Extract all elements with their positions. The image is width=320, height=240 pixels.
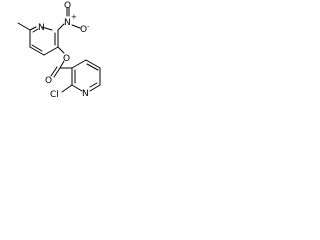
nitro-n-label: N xyxy=(64,18,71,28)
nitro-o-top-label: O xyxy=(64,1,71,11)
nitro-charge-minus: - xyxy=(87,23,90,31)
chemical-structure-diagram: O N + O - N O O N Cl xyxy=(17,1,101,100)
ring1-bond-c3-c4 xyxy=(43,46,59,56)
ring1-bond-c4-c5-inner xyxy=(31,44,43,52)
ring2-bond-c4-c5-inner xyxy=(86,63,99,71)
carbonyl-o-label: O xyxy=(45,76,52,86)
ring2-bond-c3-c4 xyxy=(71,59,87,69)
c-cl-bond xyxy=(61,84,73,93)
ring2-n-label: N xyxy=(82,89,89,99)
ring1-ester-o-bond xyxy=(57,46,65,54)
nitro-n-ring-bond xyxy=(57,23,65,31)
ring1-bond-n-c2 xyxy=(41,26,53,31)
methyl-bond xyxy=(17,22,31,31)
nitro-o-right-label: O xyxy=(80,25,87,35)
atom-labels: O N + O - N O O N Cl xyxy=(38,1,90,100)
ring2-bond-n-c2 xyxy=(71,84,83,92)
ring1-bond-c6-n-inner xyxy=(32,28,39,33)
nitro-n-o-right-bond xyxy=(71,24,81,29)
ring2-bond-c6-n xyxy=(89,84,101,92)
carbonyl-c-o-bond-2 xyxy=(50,66,58,77)
ring2-bond-c6-n-inner xyxy=(89,82,98,88)
ring1-n-label: N xyxy=(38,23,45,33)
ring2-bond-c4-c5 xyxy=(85,59,101,69)
ring1-bond-c6-n xyxy=(29,26,37,31)
chlorine-label: Cl xyxy=(50,90,59,100)
ester-o-label: O xyxy=(63,54,70,64)
ester-o-carbonyl-c-bond xyxy=(59,60,65,69)
ring1-bond-c4-c5 xyxy=(29,46,45,56)
nitro-charge-plus: + xyxy=(71,13,77,21)
bonds xyxy=(17,7,101,93)
carbonyl-c-o-bond xyxy=(53,67,61,78)
